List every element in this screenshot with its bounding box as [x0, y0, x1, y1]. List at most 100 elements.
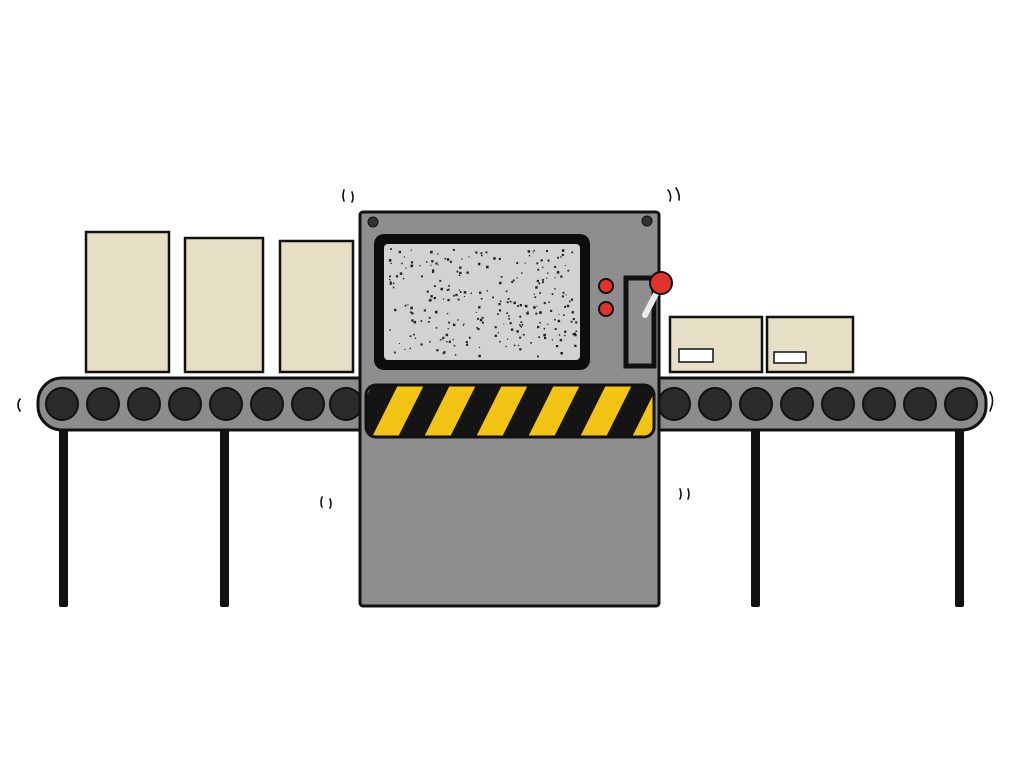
static-speck [520, 326, 523, 328]
control-lever[interactable] [623, 271, 673, 369]
static-speck [434, 285, 436, 287]
static-speck [499, 300, 502, 302]
control-button[interactable] [598, 278, 614, 294]
static-speck [570, 298, 574, 301]
static-speck [468, 256, 470, 258]
conveyor-rollers [45, 387, 978, 421]
outgoing-boxes [668, 315, 855, 374]
static-speck [428, 300, 431, 302]
static-speck [537, 355, 539, 358]
static-speck [516, 330, 519, 333]
static-speck [530, 342, 532, 344]
static-speck [550, 309, 553, 312]
static-speck [574, 332, 576, 335]
static-speck [508, 315, 510, 317]
static-speck [536, 279, 539, 283]
incoming-box [84, 230, 171, 374]
static-speck [403, 256, 405, 258]
static-speck [570, 320, 573, 323]
static-speck [519, 336, 522, 339]
static-speck [551, 293, 554, 295]
static-speck [485, 251, 488, 254]
static-speck [499, 281, 502, 285]
static-speck [426, 290, 429, 293]
static-speck [447, 328, 449, 330]
static-speck [462, 325, 464, 326]
static-speck [461, 258, 463, 260]
static-speck [574, 344, 577, 347]
static-speck [569, 300, 571, 303]
static-speck [554, 277, 556, 279]
static-speck [458, 289, 460, 291]
static-speck [547, 272, 549, 274]
box-label [773, 351, 807, 364]
static-speck [430, 295, 433, 298]
control-button[interactable] [598, 301, 614, 317]
static-speck [435, 327, 438, 329]
static-speck [452, 248, 455, 251]
static-speck [435, 262, 438, 265]
static-speck [551, 339, 553, 341]
static-speck [517, 305, 519, 307]
packed-box [668, 315, 764, 374]
static-speck [534, 296, 537, 298]
static-speck [527, 250, 530, 253]
static-speck [478, 263, 480, 266]
static-speck [466, 344, 469, 346]
conveyor-roller [209, 387, 243, 421]
static-speck [441, 339, 443, 341]
static-speck [524, 262, 526, 264]
static-speck [431, 270, 435, 273]
static-speck [533, 293, 535, 295]
static-speck [413, 320, 417, 324]
static-speck [410, 249, 412, 251]
static-speck [446, 312, 449, 315]
static-speck [477, 328, 480, 331]
static-speck [571, 251, 574, 254]
static-speck [392, 286, 395, 289]
static-speck [439, 339, 441, 341]
rivet-icon [641, 215, 653, 227]
static-speck [542, 281, 544, 284]
static-speck [548, 301, 550, 303]
static-speck [413, 333, 415, 336]
static-speck [539, 311, 542, 314]
static-speck [539, 322, 541, 324]
static-speck [452, 323, 456, 327]
static-speck [453, 344, 456, 347]
static-speck [393, 351, 396, 354]
conveyor-leg [955, 405, 964, 607]
static-speck [505, 290, 508, 293]
static-speck [481, 254, 483, 257]
static-speck [421, 275, 423, 278]
static-speck [410, 261, 414, 264]
static-speck [554, 265, 557, 268]
static-speck [575, 330, 578, 332]
hazard-stripe-band [372, 385, 424, 437]
static-speck [409, 335, 412, 338]
static-speck [575, 321, 578, 324]
static-speck [404, 348, 406, 350]
hazard-stripe-band [580, 385, 632, 437]
hazard-stripe-band [476, 385, 528, 437]
static-speck [426, 261, 428, 263]
static-speck [463, 291, 467, 294]
static-speck [399, 343, 400, 344]
static-speck [405, 267, 407, 269]
static-speck [574, 334, 577, 337]
static-speck [506, 312, 508, 315]
static-speck [521, 323, 524, 326]
lever-slot [623, 275, 657, 369]
static-speck [395, 275, 399, 278]
static-speck [561, 295, 564, 298]
static-speck [498, 257, 501, 260]
static-speck [492, 296, 494, 299]
conveyor-roller [780, 387, 814, 421]
static-speck [556, 345, 559, 348]
static-speck [419, 265, 421, 267]
static-speck [389, 282, 392, 285]
static-speck [476, 327, 478, 329]
hazard-stripe-band [424, 385, 476, 437]
static-speck [420, 343, 423, 346]
static-speck [447, 298, 450, 302]
